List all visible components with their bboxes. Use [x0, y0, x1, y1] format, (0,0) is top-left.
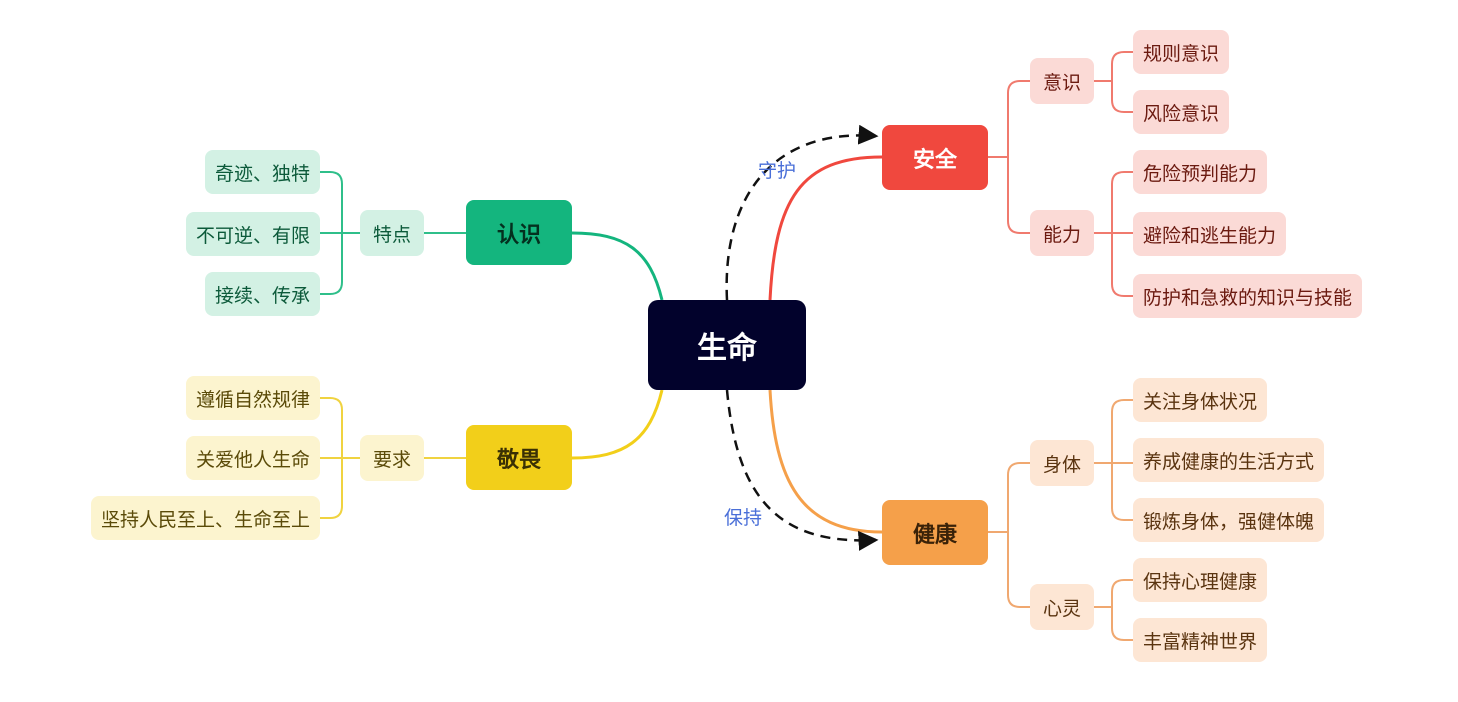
topic-safety[interactable]: 安全 — [882, 125, 988, 190]
subtopic-traits[interactable]: 特点 — [360, 210, 424, 256]
leaf-node[interactable]: 风险意识 — [1133, 90, 1230, 134]
leaf-node[interactable]: 不可逆、有限 — [185, 212, 320, 256]
connector-safety — [768, 155, 883, 301]
leaf-node[interactable]: 保持心理健康 — [1133, 558, 1268, 602]
relation-keep-label: 保持 — [724, 507, 763, 529]
leaf-node[interactable]: 防护和急救的知识与技能 — [1133, 274, 1363, 318]
topic-health[interactable]: 健康 — [882, 500, 988, 565]
subtopic-requirements[interactable]: 要求 — [360, 435, 424, 481]
relation-keep-arrow — [725, 389, 879, 551]
topic-awe[interactable]: 敬畏 — [466, 425, 572, 490]
connector-health — [768, 389, 883, 534]
connector-cognition — [571, 231, 664, 301]
leaf-node[interactable]: 奇迹、独特 — [204, 150, 320, 194]
relation-guard-arrow — [725, 124, 879, 301]
leaf-node[interactable]: 规则意识 — [1133, 30, 1230, 74]
leaf-node[interactable]: 遵循自然规律 — [185, 376, 320, 420]
connector-awe — [571, 389, 664, 460]
relation-guard-label: 守护 — [758, 160, 797, 182]
leaf-node[interactable]: 关爱他人生命 — [185, 436, 320, 480]
leaf-node[interactable]: 丰富精神世界 — [1133, 618, 1268, 662]
subtopic-ability[interactable]: 能力 — [1030, 210, 1094, 256]
leaf-node[interactable]: 危险预判能力 — [1133, 150, 1268, 194]
subtopic-body[interactable]: 身体 — [1030, 440, 1094, 486]
leaf-node[interactable]: 接续、传承 — [204, 272, 320, 316]
leaf-node[interactable]: 养成健康的生活方式 — [1133, 438, 1325, 482]
leaf-node[interactable]: 关注身体状况 — [1133, 378, 1268, 422]
root-node[interactable]: 生命 — [648, 300, 806, 390]
subtopic-awareness[interactable]: 意识 — [1030, 58, 1094, 104]
leaf-node[interactable]: 坚持人民至上、生命至上 — [90, 496, 320, 540]
leaf-node[interactable]: 避险和逃生能力 — [1133, 212, 1287, 256]
subtopic-mind[interactable]: 心灵 — [1030, 584, 1094, 630]
topic-cognition[interactable]: 认识 — [466, 200, 572, 265]
leaf-node[interactable]: 锻炼身体，强健体魄 — [1133, 498, 1325, 542]
